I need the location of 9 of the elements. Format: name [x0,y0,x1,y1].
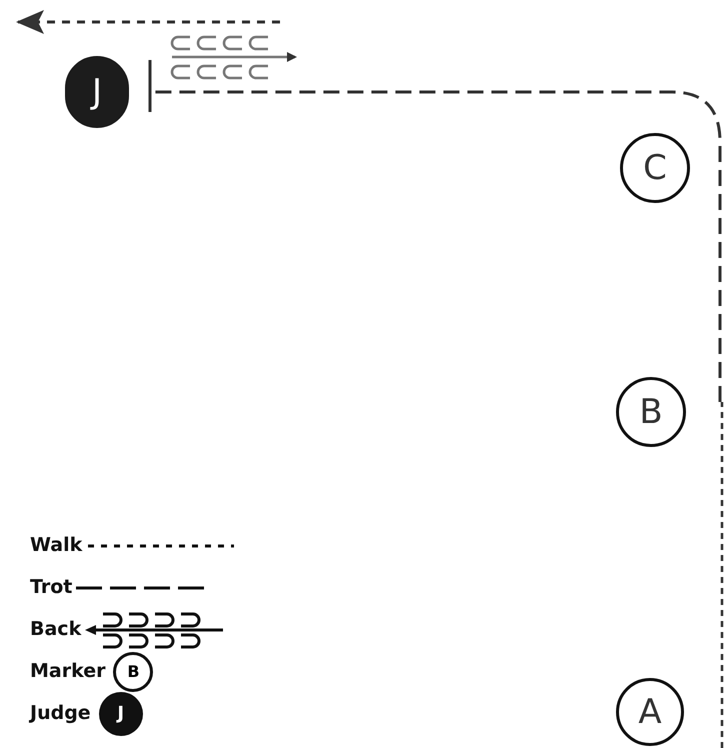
judge-marker: J [65,56,129,128]
arena-marker: A [616,678,684,746]
legend-label: Trot [30,575,72,600]
legend-label: Back [30,617,82,642]
arena-marker: C [620,133,690,203]
legend-label: Marker [30,659,106,684]
legend-label: Walk [30,533,82,558]
legend-label: Judge [30,701,91,726]
arena-marker: B [616,377,686,447]
